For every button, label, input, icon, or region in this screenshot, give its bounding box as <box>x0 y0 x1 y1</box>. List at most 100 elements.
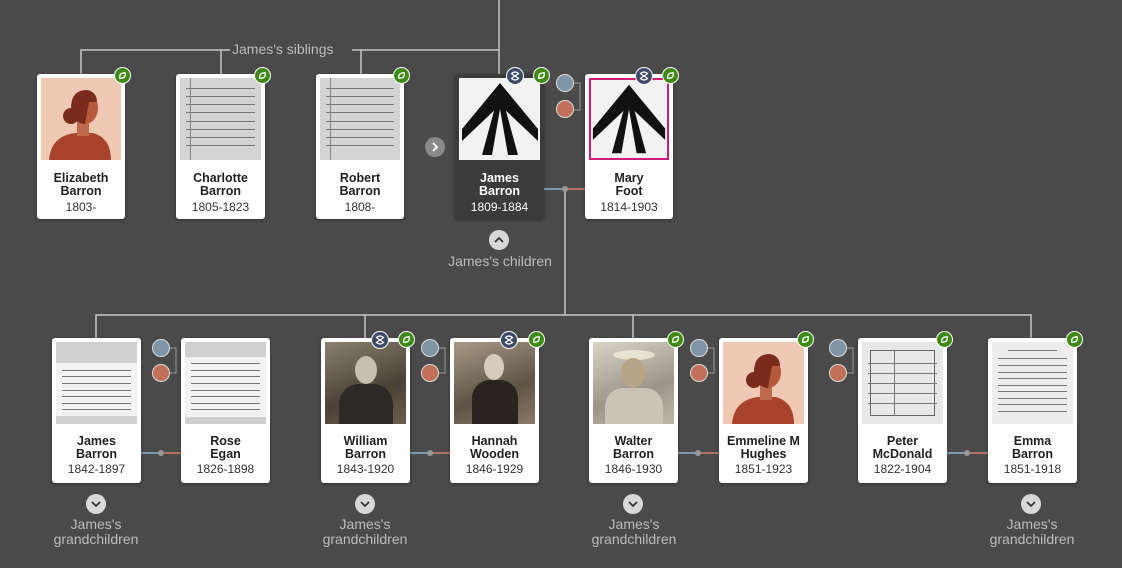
newspaper-clipping-image <box>56 342 137 424</box>
leaf-hint-icon[interactable] <box>114 67 131 84</box>
leaf-hint-icon[interactable] <box>936 331 953 348</box>
person-card-emmeline-hughes[interactable]: Emmeline M Hughes 1851-1923 <box>719 338 808 483</box>
first-name: William <box>343 434 388 448</box>
leaf-hint-icon[interactable] <box>797 331 814 348</box>
person-card-hannah-wooden[interactable]: Hannah Wooden 1846-1929 <box>450 338 539 483</box>
mother-avatar-icon[interactable] <box>421 364 439 382</box>
last-name: Barron <box>613 447 654 461</box>
profile-avatar <box>723 342 804 424</box>
person-card-elizabeth-barron[interactable]: Elizabeth Barron 1803- <box>37 74 125 219</box>
leaf-hint-icon[interactable] <box>398 331 415 348</box>
last-name: Barron <box>60 184 102 198</box>
coat-of-arms-image <box>459 78 540 160</box>
leaf-hint-icon[interactable] <box>393 67 410 84</box>
life-dates: 1808- <box>344 200 376 214</box>
first-name: Rose <box>210 434 241 448</box>
person-card-mary-foot[interactable]: Mary Foot 1814-1903 <box>585 74 673 219</box>
form-document-image <box>862 342 943 424</box>
last-name: Hughes <box>740 447 787 461</box>
father-avatar-icon[interactable] <box>690 339 708 357</box>
mother-avatar-icon[interactable] <box>556 100 574 118</box>
collapse-children-button[interactable] <box>489 230 509 250</box>
person-card-james-barron-jr[interactable]: James Barron 1842-1897 <box>52 338 141 483</box>
portrait-photo-image <box>454 342 535 424</box>
last-name: Egan <box>210 447 241 461</box>
life-dates: 1826-1898 <box>196 462 255 476</box>
children-label: James's children <box>448 253 552 269</box>
portrait-photo-image <box>325 342 406 424</box>
life-dates: 1843-1920 <box>336 462 395 476</box>
leaf-hint-icon[interactable] <box>1066 331 1083 348</box>
last-name: Wooden <box>469 447 520 461</box>
life-dates: 1809-1884 <box>470 200 529 214</box>
chevron-down-icon <box>91 501 101 508</box>
father-avatar-icon[interactable] <box>421 339 439 357</box>
life-dates: 1814-1903 <box>600 200 658 214</box>
first-name: Peter <box>886 434 919 448</box>
mother-avatar-icon[interactable] <box>152 364 170 382</box>
last-name: Barron <box>200 184 241 198</box>
person-card-robert-barron[interactable]: Robert Barron 1808- <box>316 74 404 219</box>
dna-match-icon[interactable] <box>500 331 518 349</box>
expand-grandchildren-button[interactable] <box>86 494 106 514</box>
newspaper-clipping-image <box>992 342 1073 424</box>
last-name: Barron <box>1012 447 1053 461</box>
coat-of-arms-image <box>589 78 669 160</box>
first-name: Elizabeth <box>53 171 109 185</box>
mother-avatar-icon[interactable] <box>829 364 847 382</box>
last-name: Barron <box>345 447 386 461</box>
last-name: Barron <box>479 184 520 198</box>
show-more-siblings-button[interactable] <box>425 137 445 157</box>
leaf-hint-icon[interactable] <box>528 331 545 348</box>
life-dates: 1851-1918 <box>1003 462 1062 476</box>
person-card-james-barron-focus[interactable]: James Barron 1809-1884 <box>455 74 544 219</box>
dna-match-icon[interactable] <box>635 67 653 85</box>
person-card-emma-barron[interactable]: Emma Barron 1851-1918 <box>988 338 1077 483</box>
siblings-label: James's siblings <box>232 41 334 57</box>
first-name: James <box>77 434 116 448</box>
life-dates: 1805-1823 <box>191 200 250 214</box>
life-dates: 1846-1929 <box>465 462 524 476</box>
life-dates: 1822-1904 <box>873 462 932 476</box>
life-dates: 1851-1923 <box>734 462 793 476</box>
chevron-up-icon <box>494 236 504 243</box>
father-avatar-icon[interactable] <box>556 74 574 92</box>
person-card-rose-egan[interactable]: Rose Egan 1826-1898 <box>181 338 270 483</box>
first-name: Emmeline M <box>727 434 800 448</box>
last-name: Foot <box>615 184 643 198</box>
profile-avatar <box>41 78 121 160</box>
leaf-hint-icon[interactable] <box>662 67 679 84</box>
dna-match-icon[interactable] <box>506 67 524 85</box>
leaf-hint-icon[interactable] <box>533 67 550 84</box>
first-name: James <box>480 171 519 185</box>
expand-grandchildren-button[interactable] <box>623 494 643 514</box>
person-card-charlotte-barron[interactable]: Charlotte Barron 1805-1823 <box>176 74 265 219</box>
person-card-walter-barron[interactable]: Walter Barron 1846-1930 <box>589 338 678 483</box>
life-dates: 1803- <box>65 200 97 214</box>
expand-grandchildren-button[interactable] <box>355 494 375 514</box>
leaf-hint-icon[interactable] <box>667 331 684 348</box>
mother-avatar-icon[interactable] <box>690 364 708 382</box>
person-card-peter-mcdonald[interactable]: Peter McDonald 1822-1904 <box>858 338 947 483</box>
first-name: Hannah <box>471 434 518 448</box>
expand-grandchildren-button[interactable] <box>1021 494 1041 514</box>
first-name: Robert <box>339 171 381 185</box>
father-avatar-icon[interactable] <box>829 339 847 357</box>
person-card-william-barron[interactable]: William Barron 1843-1920 <box>321 338 410 483</box>
first-name: Emma <box>1013 434 1052 448</box>
leaf-hint-icon[interactable] <box>254 67 271 84</box>
portrait-photo-image <box>593 342 674 424</box>
chevron-down-icon <box>628 501 638 508</box>
chevron-down-icon <box>1026 501 1036 508</box>
chevron-right-icon <box>432 142 439 152</box>
newspaper-clipping-image <box>185 342 266 424</box>
father-avatar-icon[interactable] <box>152 339 170 357</box>
dna-match-icon[interactable] <box>371 331 389 349</box>
chevron-down-icon <box>360 501 370 508</box>
life-dates: 1846-1930 <box>604 462 663 476</box>
